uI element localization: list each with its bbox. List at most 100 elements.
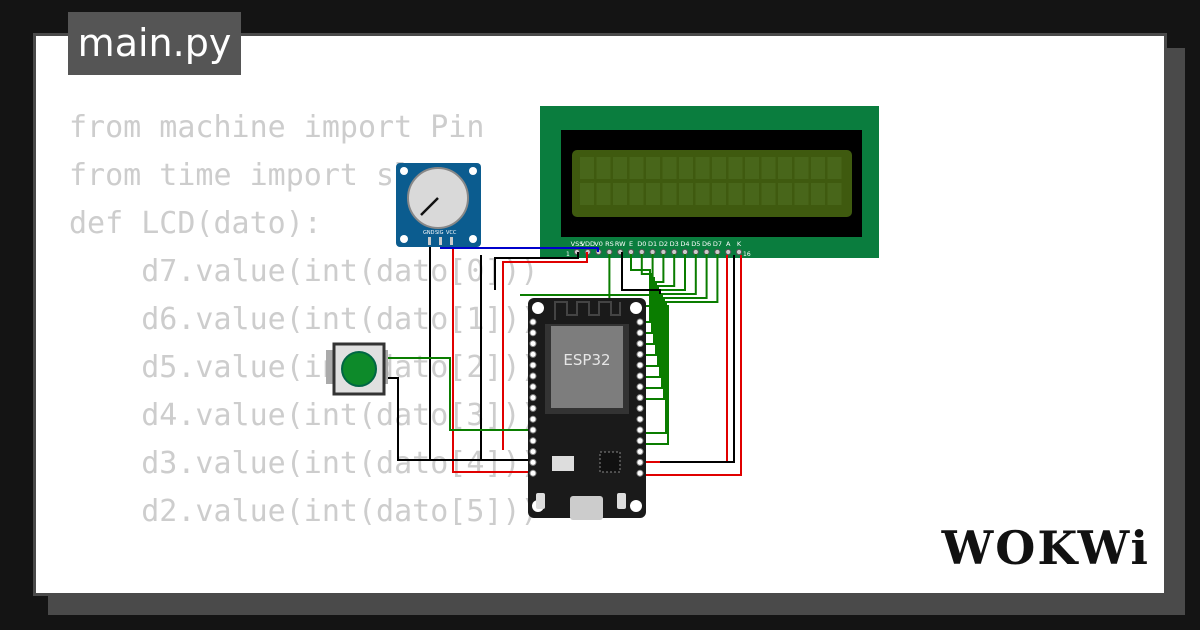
lcd-pin	[692, 248, 699, 256]
esp32-pin	[529, 318, 537, 326]
code-line: d4.value(int(dato[3]))	[69, 398, 539, 433]
pot-pin	[428, 237, 431, 245]
pot-knob-indicator	[420, 197, 439, 216]
code-line: def LCD(dato):	[69, 206, 322, 241]
wires	[382, 245, 742, 476]
button-cap[interactable]	[341, 351, 377, 387]
green-wire	[640, 254, 697, 389]
lcd-pin-label: D2	[659, 240, 668, 248]
esp32-pin	[636, 318, 644, 326]
black-wire	[660, 255, 735, 463]
lcd-char-cell	[761, 183, 776, 205]
potentiometer[interactable]: GND SIG VCC	[396, 163, 481, 247]
lcd-char-cell	[827, 183, 842, 205]
esp32-button[interactable]	[536, 493, 545, 509]
esp32-shield	[551, 326, 623, 408]
esp32-pin	[529, 415, 537, 423]
esp32-pin	[529, 383, 537, 391]
lcd-char-cell	[629, 157, 644, 179]
esp32-pin	[529, 372, 537, 380]
black-wire	[382, 377, 430, 461]
esp32-pin	[529, 404, 537, 412]
lcd-pin-label: VDD	[581, 240, 595, 248]
lcd-pin	[627, 248, 635, 256]
esp32-pin	[529, 329, 537, 337]
lcd-char-cell	[761, 157, 776, 179]
lcd-pin	[660, 248, 667, 256]
black-wire	[494, 252, 579, 290]
lcd-pin-label: VSS	[571, 240, 584, 248]
pot-mount-hole	[469, 235, 477, 243]
pot-pin-label: VCC	[446, 230, 457, 236]
esp32-pin	[636, 415, 644, 423]
red-wire	[640, 255, 742, 476]
esp32-pin	[636, 372, 644, 380]
lcd-char-cell	[712, 183, 726, 205]
esp32-pin	[529, 426, 537, 434]
lcd-char-grid	[580, 157, 842, 205]
lcd-char-cell	[580, 157, 594, 179]
esp32-pin	[529, 458, 537, 466]
lcd-pin-label: V0	[594, 240, 603, 248]
esp32-button[interactable]	[617, 493, 626, 509]
esp32-mount-hole	[630, 302, 642, 314]
lcd-char-cell	[728, 157, 743, 179]
esp32-pin	[636, 329, 644, 337]
lcd-char-cell	[695, 183, 710, 205]
lcd-pin-label: D4	[680, 240, 689, 248]
lcd-pin	[606, 248, 613, 256]
lcd-pin	[714, 248, 721, 256]
green-wires	[608, 254, 719, 445]
lcd-pin-last: 16	[743, 251, 751, 258]
lcd-pin-label: A	[726, 240, 731, 248]
green-wire	[520, 294, 661, 330]
code-line: d6.value(int(dato[1]))	[69, 302, 539, 337]
file-tab[interactable]: main.py	[68, 12, 241, 75]
green-wire	[640, 254, 676, 367]
esp32-pin	[636, 458, 644, 466]
lcd-char-cell	[646, 157, 660, 179]
pot-pin-label: GND	[423, 230, 435, 236]
esp32-regulator	[552, 456, 574, 471]
esp32-right-pins	[636, 318, 644, 477]
esp32-pin	[636, 394, 644, 402]
lcd-pin-label: E	[629, 240, 633, 248]
pot-mount-hole	[400, 235, 408, 243]
lcd-char-cell	[811, 183, 825, 205]
esp32-left-pins	[529, 318, 537, 477]
lcd-char-cell	[662, 157, 677, 179]
esp32-mount-hole	[532, 302, 544, 314]
lcd-char-cell	[646, 183, 660, 205]
esp32-mount-hole	[630, 500, 642, 512]
pot-pin	[450, 237, 453, 245]
lcd-pin	[703, 248, 710, 256]
esp32-usb-chip	[599, 451, 621, 473]
lcd-pin	[671, 248, 678, 256]
pot-pin-label: SIG	[435, 230, 444, 236]
green-wire	[640, 254, 719, 434]
lcd-pin-label: D5	[691, 240, 700, 248]
esp32-pin	[529, 361, 537, 369]
esp32-pin	[529, 448, 537, 456]
esp32-pin	[529, 469, 537, 477]
pot-pin	[439, 237, 442, 245]
lcd-char-cell	[596, 157, 611, 179]
push-button[interactable]	[326, 342, 388, 396]
esp32-pin	[529, 437, 537, 445]
green-wire	[640, 254, 655, 345]
esp32-pin	[529, 340, 537, 348]
lcd-pin	[649, 248, 656, 256]
esp32-pin	[636, 448, 644, 456]
esp32-board[interactable]: ESP32	[528, 298, 646, 520]
green-wire	[382, 357, 533, 431]
lcd-pin	[681, 248, 689, 256]
pot-mount-hole	[400, 167, 408, 175]
esp32-pin	[636, 437, 644, 445]
esp32-pin	[636, 404, 644, 412]
lcd-char-cell	[679, 157, 693, 179]
lcd-pin-label: D7	[713, 240, 722, 248]
esp32-pin	[529, 394, 537, 402]
lcd-char-cell	[629, 183, 644, 205]
